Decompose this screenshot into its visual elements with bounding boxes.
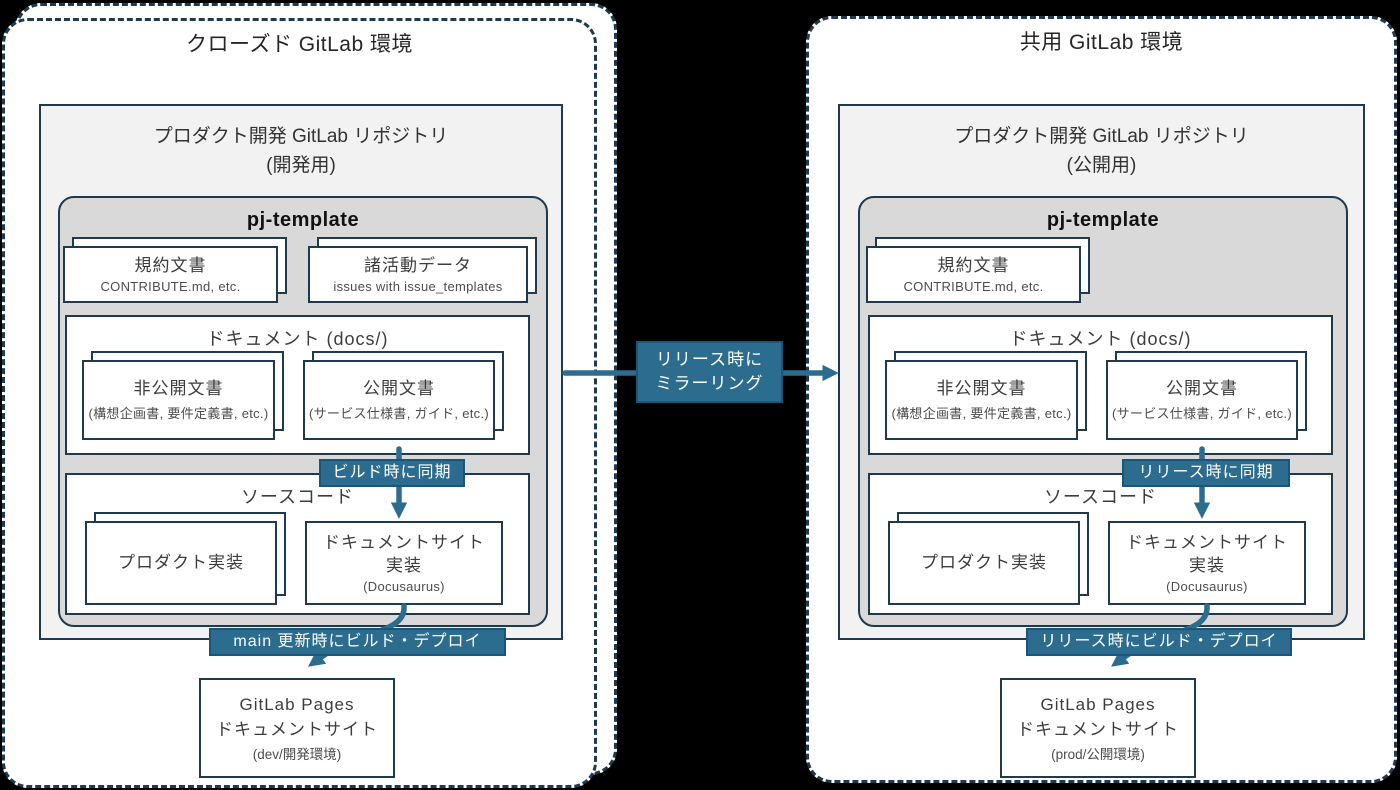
dev-docsite-card: ドキュメントサイト 実装 (Docusaurus) — [305, 521, 503, 605]
public-private-docs-sub: (構想企画書, 要件定義書, etc.) — [891, 405, 1072, 421]
dev-pages-line2: ドキュメントサイト — [216, 719, 378, 739]
dev-deploy-badge: main 更新時にビルド・デプロイ — [209, 628, 506, 656]
stack-front: プロダクト実装 — [888, 521, 1080, 605]
stack-front: 規約文書 CONTRIBUTE.md, etc. — [63, 246, 278, 303]
dev-docs-section-title: ドキュメント (docs/) — [206, 329, 389, 349]
dev-private-docs-card: 非公開文書 (構想企画書, 要件定義書, etc.) — [82, 351, 284, 440]
dev-repo-title: プロダクト開発 GitLab リポジトリ (開発用) — [41, 106, 561, 181]
dev-sync-badge: ビルド時に同期 — [319, 459, 465, 487]
mirror-badge-line1: リリース時に — [655, 350, 764, 370]
dev-pages-line1: GitLab Pages — [239, 694, 355, 714]
stack-front: 公開文書 (サービス仕様書, ガイド, etc.) — [1106, 360, 1298, 440]
dev-repo-title-line1: プロダクト開発 GitLab リポジトリ — [153, 126, 449, 147]
public-pages-sub: (prod/公開環境) — [1051, 747, 1145, 763]
public-pj-template-title: pj-template — [1046, 209, 1160, 231]
dev-repo-title-line2: (開発用) — [266, 155, 336, 177]
shared-env-title: 共用 GitLab 環境 — [1019, 31, 1184, 54]
stack-front: 規約文書 CONTRIBUTE.md, etc. — [866, 246, 1081, 303]
dev-docsite-title-line1: ドキュメントサイト — [323, 533, 485, 553]
public-private-docs-card: 非公開文書 (構想企画書, 要件定義書, etc.) — [885, 351, 1087, 440]
stack-front: プロダクト実装 — [85, 521, 277, 605]
dev-activity-title: 諸活動データ — [364, 255, 472, 275]
public-sync-badge: リリース時に同期 — [1122, 459, 1290, 487]
public-public-docs-title: 公開文書 — [1166, 379, 1238, 399]
public-repo-title-line2: (公開用) — [1066, 155, 1137, 177]
dev-public-docs-card: 公開文書 (サービス仕様書, ガイド, etc.) — [303, 351, 504, 440]
dev-docsite-sub: (Docusaurus) — [363, 578, 445, 594]
stack-front: 非公開文書 (構想企画書, 要件定義書, etc.) — [885, 360, 1078, 440]
public-docsite-sub: (Docusaurus) — [1166, 578, 1248, 594]
public-repo-title-line1: プロダクト開発 GitLab リポジトリ — [954, 126, 1249, 147]
stack-front: 公開文書 (サービス仕様書, ガイド, etc.) — [303, 360, 495, 440]
dev-private-docs-sub: (構想企画書, 要件定義書, etc.) — [88, 405, 269, 421]
public-source-section-title: ソースコード — [1043, 487, 1158, 507]
public-docsite-title-line2: 実装 — [1189, 555, 1225, 575]
dev-docsite-title-line2: 実装 — [386, 555, 422, 575]
public-private-docs-title: 非公開文書 — [936, 379, 1027, 399]
dev-rules-title: 規約文書 — [134, 255, 207, 275]
public-rules-card: 規約文書 CONTRIBUTE.md, etc. — [866, 237, 1090, 303]
public-deploy-badge: リリース時にビルド・デプロイ — [1026, 628, 1292, 656]
public-pages-line1: GitLab Pages — [1040, 694, 1156, 714]
public-rules-sub: CONTRIBUTE.md, etc. — [903, 279, 1044, 295]
dev-pj-template-title: pj-template — [246, 209, 360, 231]
dev-pages-sub: (dev/開発環境) — [252, 747, 342, 763]
closed-env-title: クローズド GitLab 環境 — [186, 33, 413, 56]
dev-activity-card: 諸活動データ issues with issue_templates — [308, 237, 537, 303]
dev-rules-sub: CONTRIBUTE.md, etc. — [100, 279, 241, 295]
dev-activity-sub: issues with issue_templates — [333, 279, 503, 295]
stack-front: 非公開文書 (構想企画書, 要件定義書, etc.) — [82, 360, 275, 440]
dev-public-docs-sub: (サービス仕様書, ガイド, etc.) — [308, 405, 490, 421]
dev-pages-box: GitLab Pages ドキュメントサイト (dev/開発環境) — [199, 678, 395, 778]
public-docs-section-title: ドキュメント (docs/) — [1009, 329, 1192, 349]
stack-front: 諸活動データ issues with issue_templates — [308, 246, 528, 303]
public-docsite-title-line1: ドキュメントサイト — [1126, 533, 1288, 553]
public-pages-line2: ドキュメントサイト — [1017, 719, 1179, 739]
public-rules-title: 規約文書 — [937, 255, 1010, 275]
public-product-card: プロダクト実装 — [888, 512, 1089, 605]
dev-private-docs-title: 非公開文書 — [133, 379, 224, 399]
dev-source-section-title: ソースコード — [240, 487, 355, 507]
dev-product-card: プロダクト実装 — [85, 512, 286, 605]
dev-rules-card: 規約文書 CONTRIBUTE.md, etc. — [63, 237, 287, 303]
dev-public-docs-title: 公開文書 — [363, 379, 435, 399]
mirror-badge: リリース時に ミラーリング — [636, 341, 783, 403]
public-pages-box: GitLab Pages ドキュメントサイト (prod/公開環境) — [1000, 678, 1196, 778]
public-public-docs-sub: (サービス仕様書, ガイド, etc.) — [1111, 405, 1293, 421]
public-repo-title: プロダクト開発 GitLab リポジトリ (公開用) — [840, 106, 1363, 181]
mirror-badge-line2: ミラーリング — [655, 374, 764, 393]
dev-product-title: プロダクト実装 — [118, 552, 244, 572]
public-product-title: プロダクト実装 — [921, 552, 1047, 572]
public-public-docs-card: 公開文書 (サービス仕様書, ガイド, etc.) — [1106, 351, 1307, 440]
public-docsite-card: ドキュメントサイト 実装 (Docusaurus) — [1108, 521, 1306, 605]
